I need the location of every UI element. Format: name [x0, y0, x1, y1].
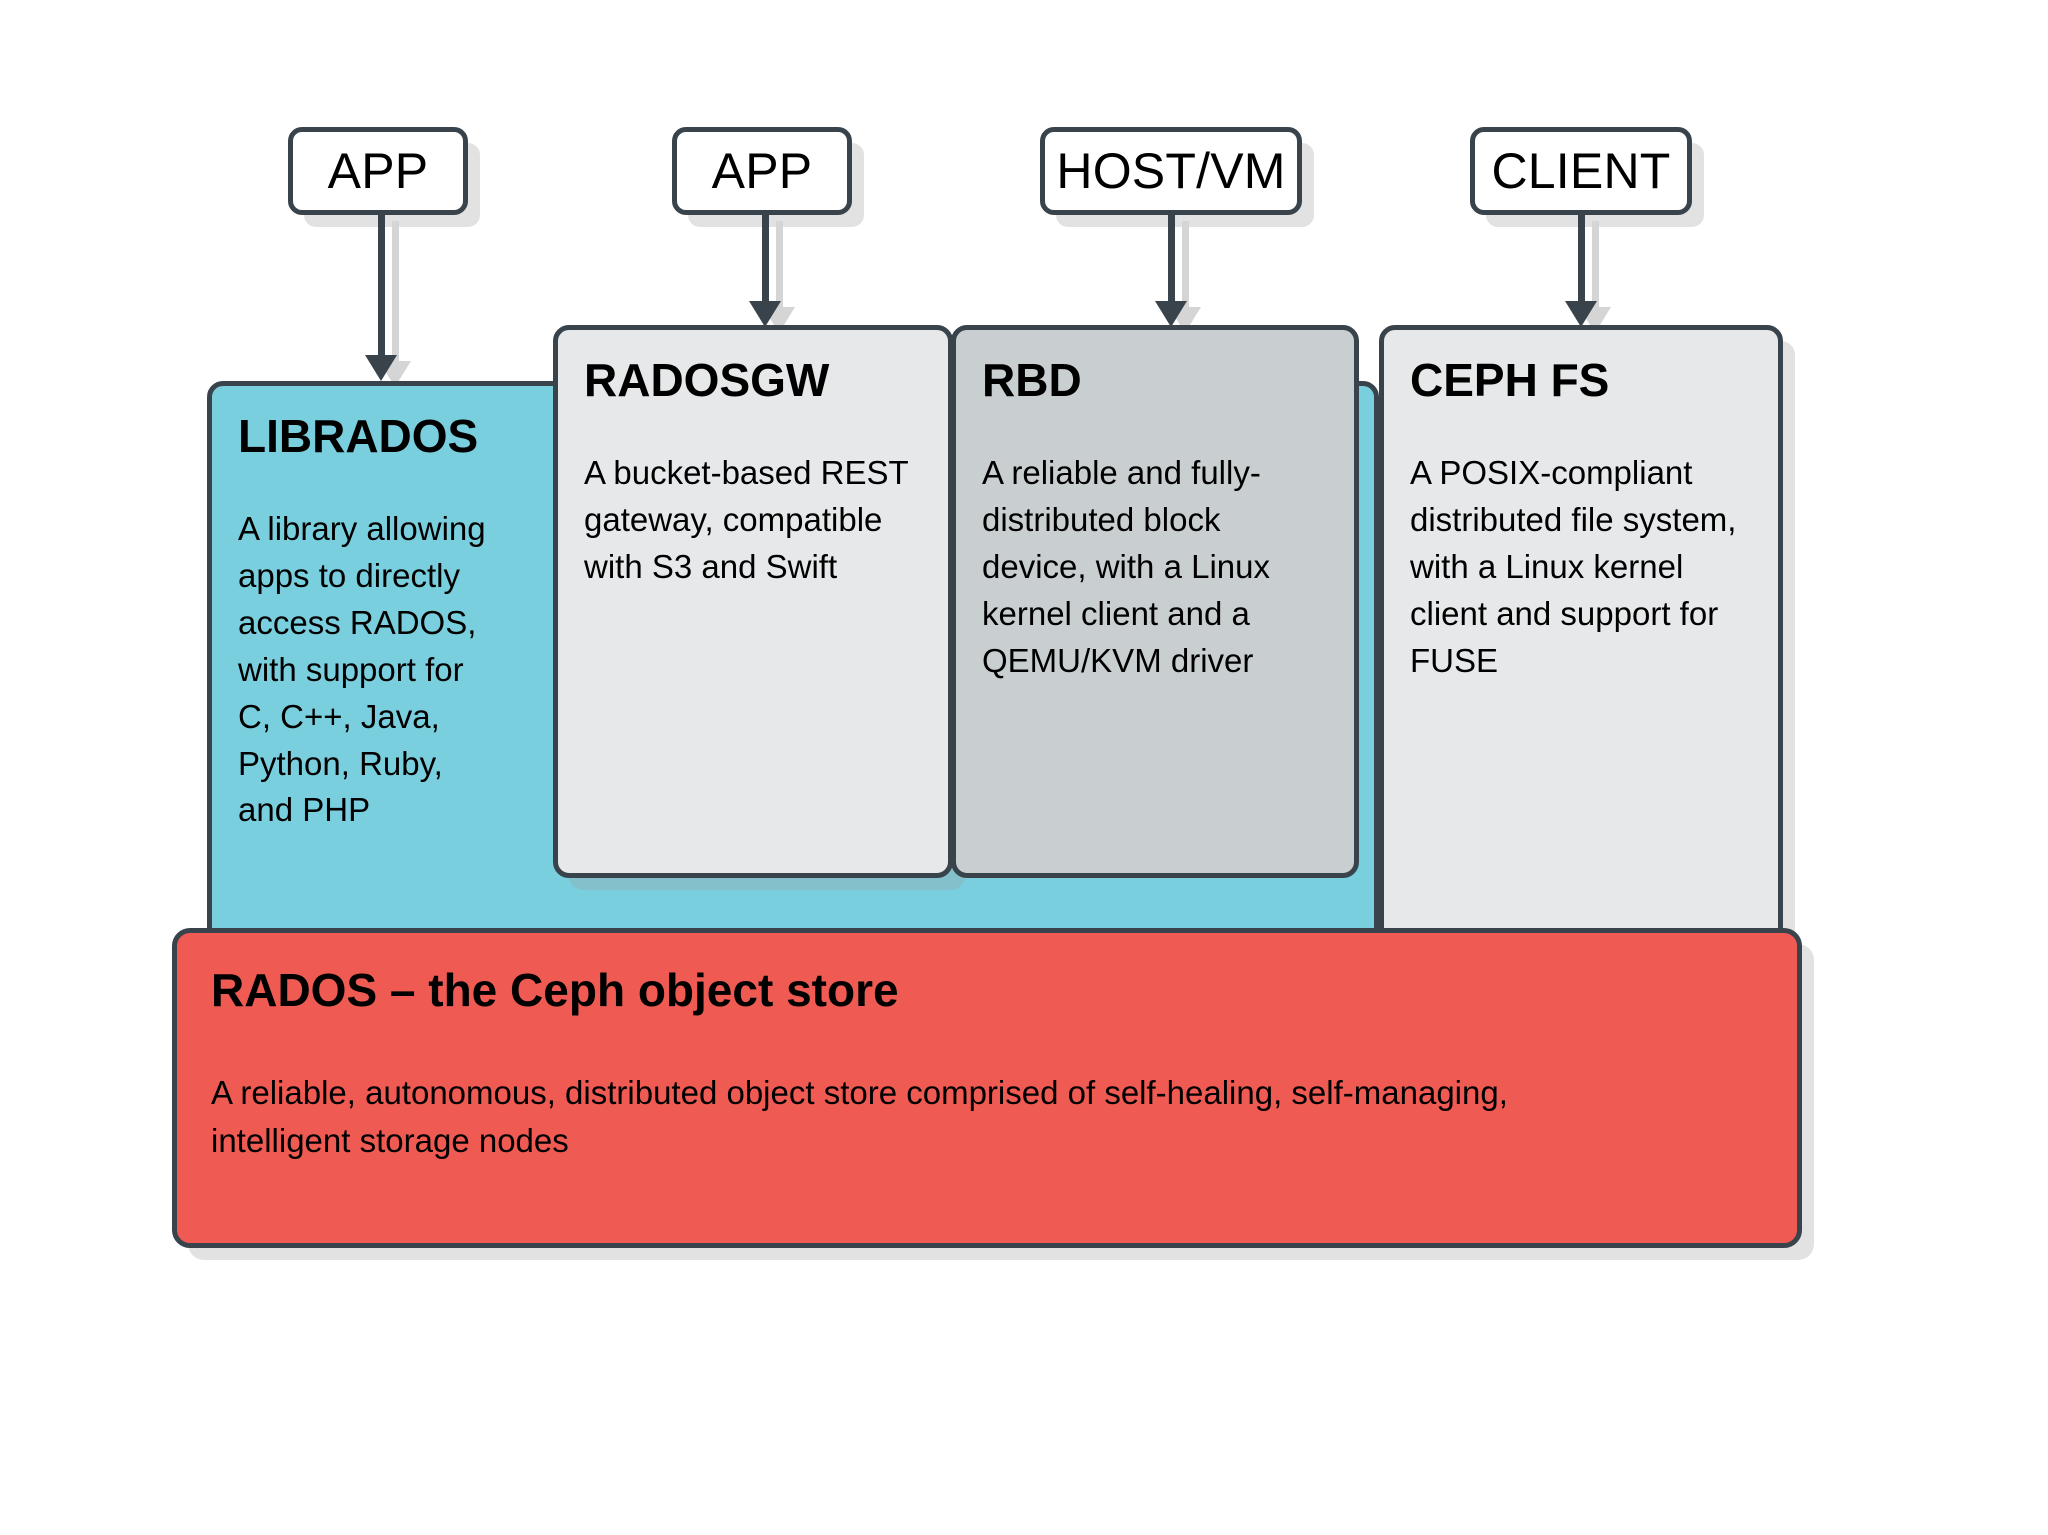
top-box-label: CLIENT — [1491, 143, 1671, 199]
rados-title: RADOS – the Ceph object store — [211, 964, 899, 1016]
arrow-shaft — [762, 215, 769, 301]
top-box-client[interactable]: CLIENT — [1470, 127, 1692, 215]
arrow-shaft — [1168, 215, 1175, 301]
panel-radosgw[interactable]: RADOSGW A bucket-based REST gateway, com… — [553, 325, 953, 878]
panel-title-cephfs: CEPH FS — [1410, 354, 1610, 406]
panel-rbd[interactable]: RBD A reliable and fully- distributed bl… — [951, 325, 1359, 878]
top-box-host-vm[interactable]: HOST/VM — [1040, 127, 1302, 215]
rados-description: A reliable, autonomous, distributed obje… — [211, 1074, 1508, 1159]
panel-title-radosgw: RADOSGW — [584, 354, 830, 406]
arrow-head — [749, 301, 781, 327]
arrow-shadow-shaft — [392, 221, 399, 367]
top-box-app-2[interactable]: APP — [672, 127, 852, 215]
panel-rados-foundation[interactable]: RADOS – the Ceph object store A reliable… — [172, 928, 1802, 1248]
panel-cephfs[interactable]: CEPH FS A POSIX-compliant distributed fi… — [1379, 325, 1783, 981]
panel-title-rbd: RBD — [982, 354, 1082, 406]
panel-description-librados: A library allowing apps to directly acce… — [238, 510, 486, 829]
top-box-label: APP — [327, 143, 429, 199]
arrow-head — [1565, 301, 1597, 327]
panel-description-radosgw: A bucket-based REST gateway, compatible … — [584, 454, 909, 586]
top-box-app-1[interactable]: APP — [288, 127, 468, 215]
arrow-head — [1155, 301, 1187, 327]
top-box-label: APP — [711, 143, 813, 199]
arrow-shadow-shaft — [776, 221, 783, 313]
arrow-head — [365, 355, 397, 381]
panel-title-librados: LIBRADOS — [238, 410, 479, 462]
panel-description-cephfs: A POSIX-compliant distributed file syste… — [1410, 454, 1737, 679]
arrow-shadow-shaft — [1592, 221, 1599, 313]
panel-description-rbd: A reliable and fully- distributed block … — [982, 454, 1270, 679]
arrow-shaft — [378, 215, 385, 355]
top-box-label: HOST/VM — [1056, 143, 1286, 199]
arrow-shadow-shaft — [1182, 221, 1189, 313]
arrow-shaft — [1578, 215, 1585, 301]
